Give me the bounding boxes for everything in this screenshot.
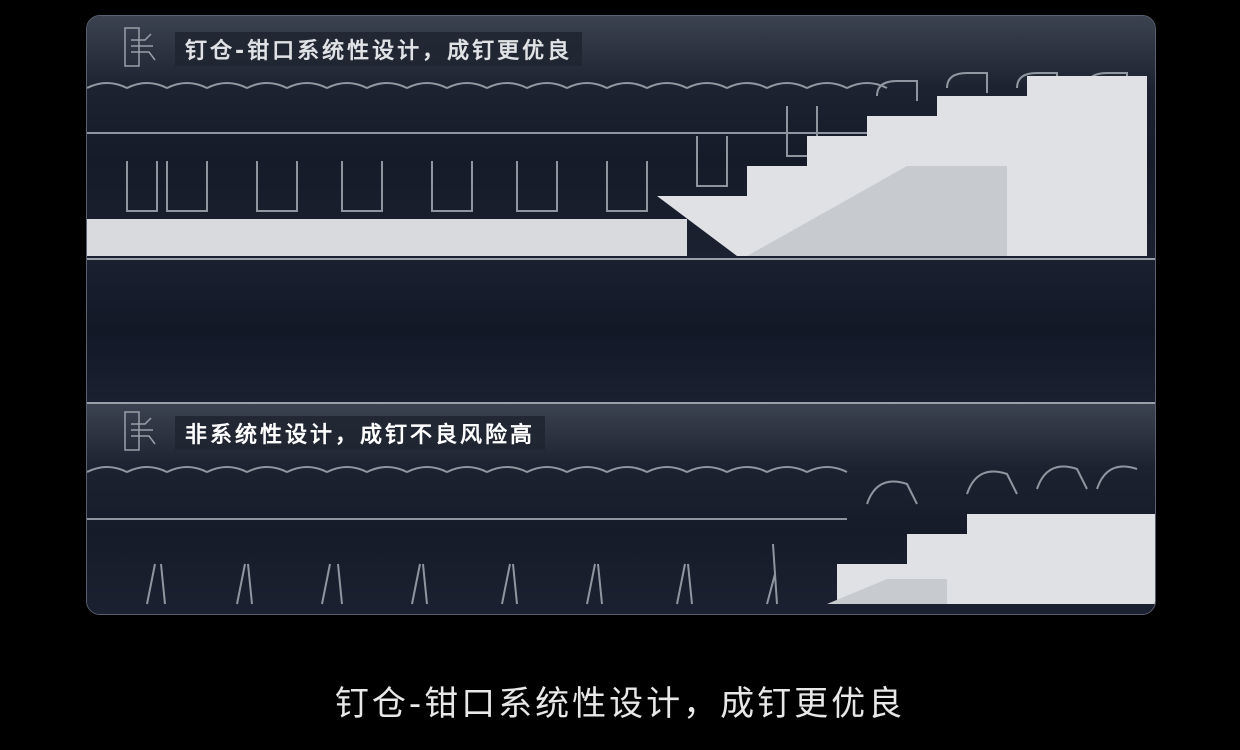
circuit-chip-icon (123, 410, 157, 452)
divider-band (87, 258, 1155, 404)
non-systematic-design-scene: 非系统性设计，成钉不良风险高 (87, 404, 1155, 614)
caption: 钉仓-钳口系统性设计，成钉更优良 (334, 684, 906, 724)
circuit-chip-icon (123, 26, 157, 68)
comparison-panel: 钉仓-钳口系统性设计，成钉更优良 非系统性设计，成钉不良风险高 (86, 15, 1156, 615)
staple-illustration-bottom (87, 465, 1155, 605)
systematic-design-label: 钉仓-钳口系统性设计，成钉更优良 (175, 32, 583, 66)
staple-illustration-top (87, 72, 1147, 256)
non-systematic-design-label: 非系统性设计，成钉不良风险高 (175, 416, 546, 450)
systematic-design-scene: 钉仓-钳口系统性设计，成钉更优良 (87, 16, 1155, 258)
